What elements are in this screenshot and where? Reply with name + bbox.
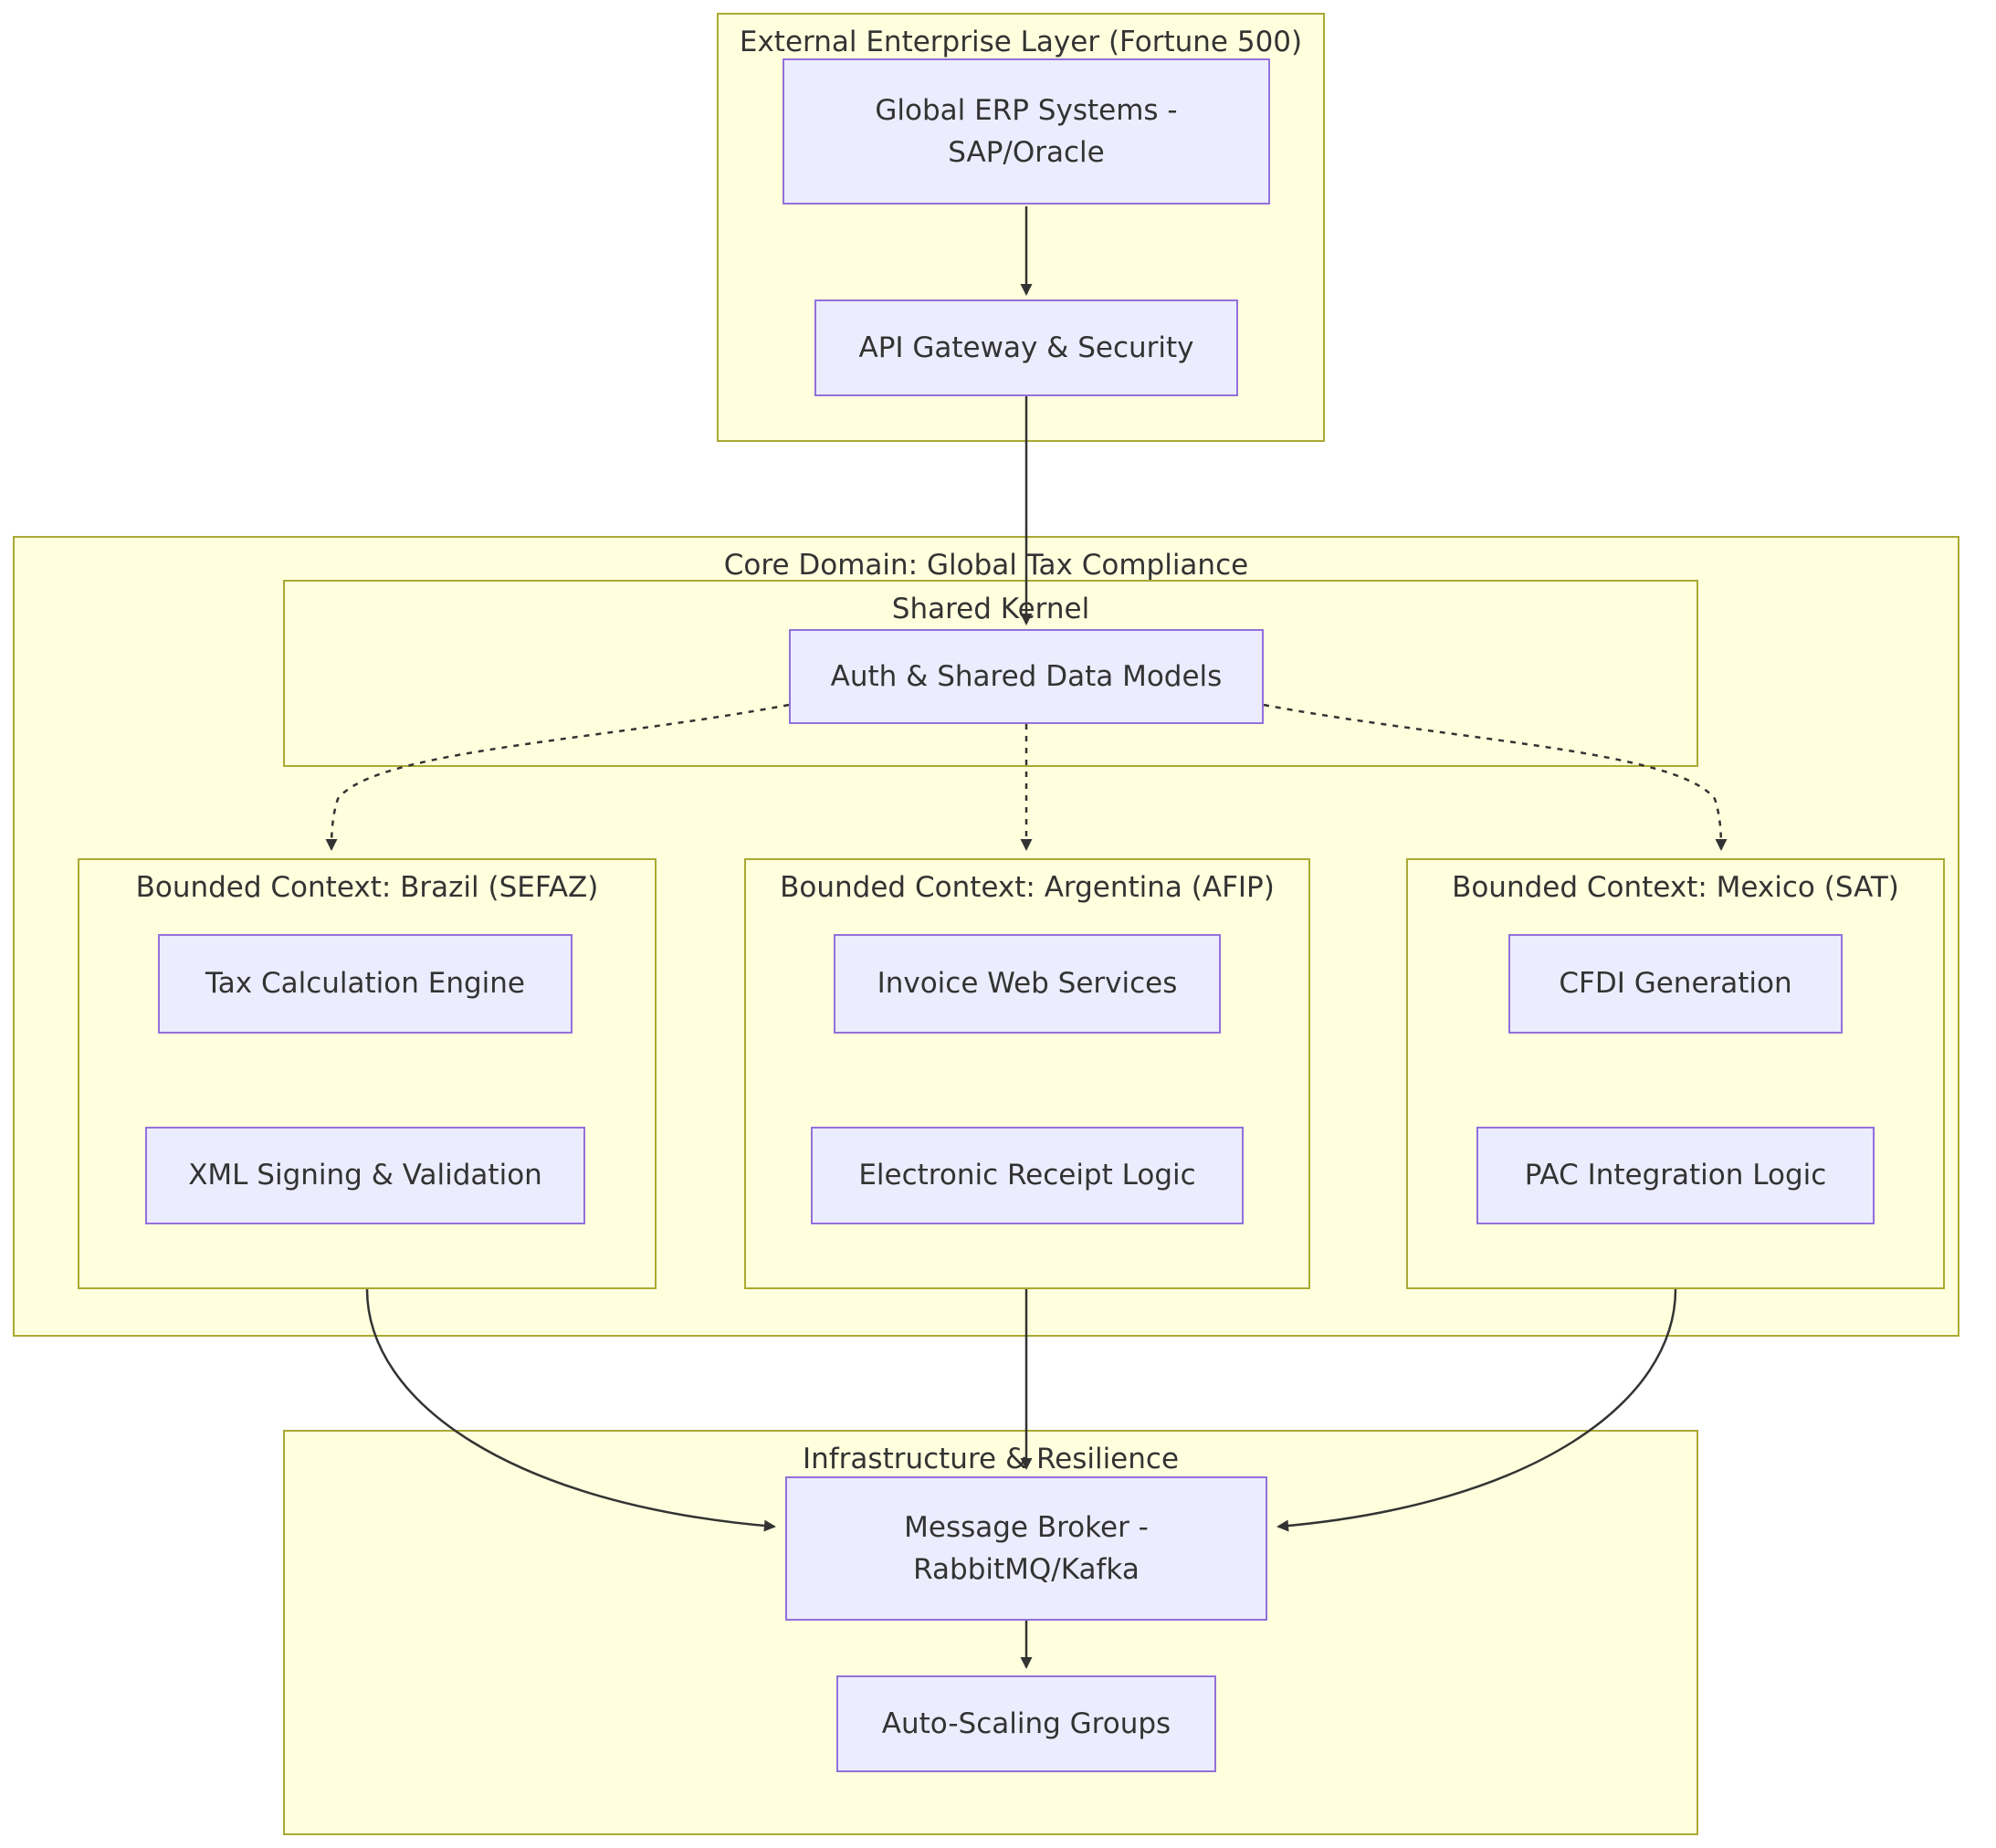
cluster-title-argentina: Bounded Context: Argentina (AFIP) [780, 871, 1275, 904]
node-label: XML Signing & Validation [188, 1159, 542, 1192]
node-label-line: SAP/Oracle [948, 136, 1105, 169]
cluster-bounded-context-brazil: Bounded Context: Brazil (SEFAZ) [78, 858, 657, 1289]
node-label: Tax Calculation Engine [205, 967, 526, 1001]
cluster-bounded-context-argentina: Bounded Context: Argentina (AFIP) [744, 858, 1310, 1289]
node-xml-signing-validation: XML Signing & Validation [145, 1127, 585, 1224]
node-invoice-web-services: Invoice Web Services [834, 934, 1221, 1034]
node-cfdi-generation: CFDI Generation [1508, 934, 1843, 1034]
node-auth-shared-data-models: Auth & Shared Data Models [789, 629, 1264, 724]
node-label-line: Message Broker - [904, 1510, 1149, 1544]
node-label: API Gateway & Security [858, 331, 1194, 364]
cluster-bounded-context-mexico: Bounded Context: Mexico (SAT) [1406, 858, 1945, 1289]
node-auto-scaling-groups: Auto-Scaling Groups [836, 1675, 1216, 1772]
node-label: PAC Integration Logic [1524, 1159, 1827, 1192]
node-label: Electronic Receipt Logic [858, 1159, 1196, 1192]
node-api-gateway-security: API Gateway & Security [814, 299, 1238, 396]
cluster-title-mexico: Bounded Context: Mexico (SAT) [1452, 871, 1899, 904]
node-electronic-receipt-logic: Electronic Receipt Logic [811, 1127, 1244, 1224]
node-global-erp-systems: Global ERP Systems - SAP/Oracle [783, 58, 1270, 205]
node-label-line: RabbitMQ/Kafka [913, 1553, 1140, 1586]
node-message-broker: Message Broker - RabbitMQ/Kafka [785, 1476, 1267, 1621]
node-tax-calculation-engine: Tax Calculation Engine [158, 934, 573, 1034]
node-label-line: Global ERP Systems - [875, 93, 1178, 127]
cluster-title-shared-kernel: Shared Kernel [891, 593, 1090, 625]
cluster-title-external: External Enterprise Layer (Fortune 500) [739, 26, 1303, 58]
node-label: Invoice Web Services [877, 967, 1178, 1001]
cluster-title-core-domain: Core Domain: Global Tax Compliance [723, 549, 1249, 582]
cluster-title-infrastructure: Infrastructure & Resilience [802, 1443, 1180, 1475]
node-pac-integration-logic: PAC Integration Logic [1476, 1127, 1875, 1224]
node-label: Auto-Scaling Groups [881, 1706, 1171, 1740]
cluster-title-brazil: Bounded Context: Brazil (SEFAZ) [135, 871, 599, 904]
node-label: Auth & Shared Data Models [830, 659, 1223, 693]
node-label: CFDI Generation [1559, 967, 1792, 1001]
